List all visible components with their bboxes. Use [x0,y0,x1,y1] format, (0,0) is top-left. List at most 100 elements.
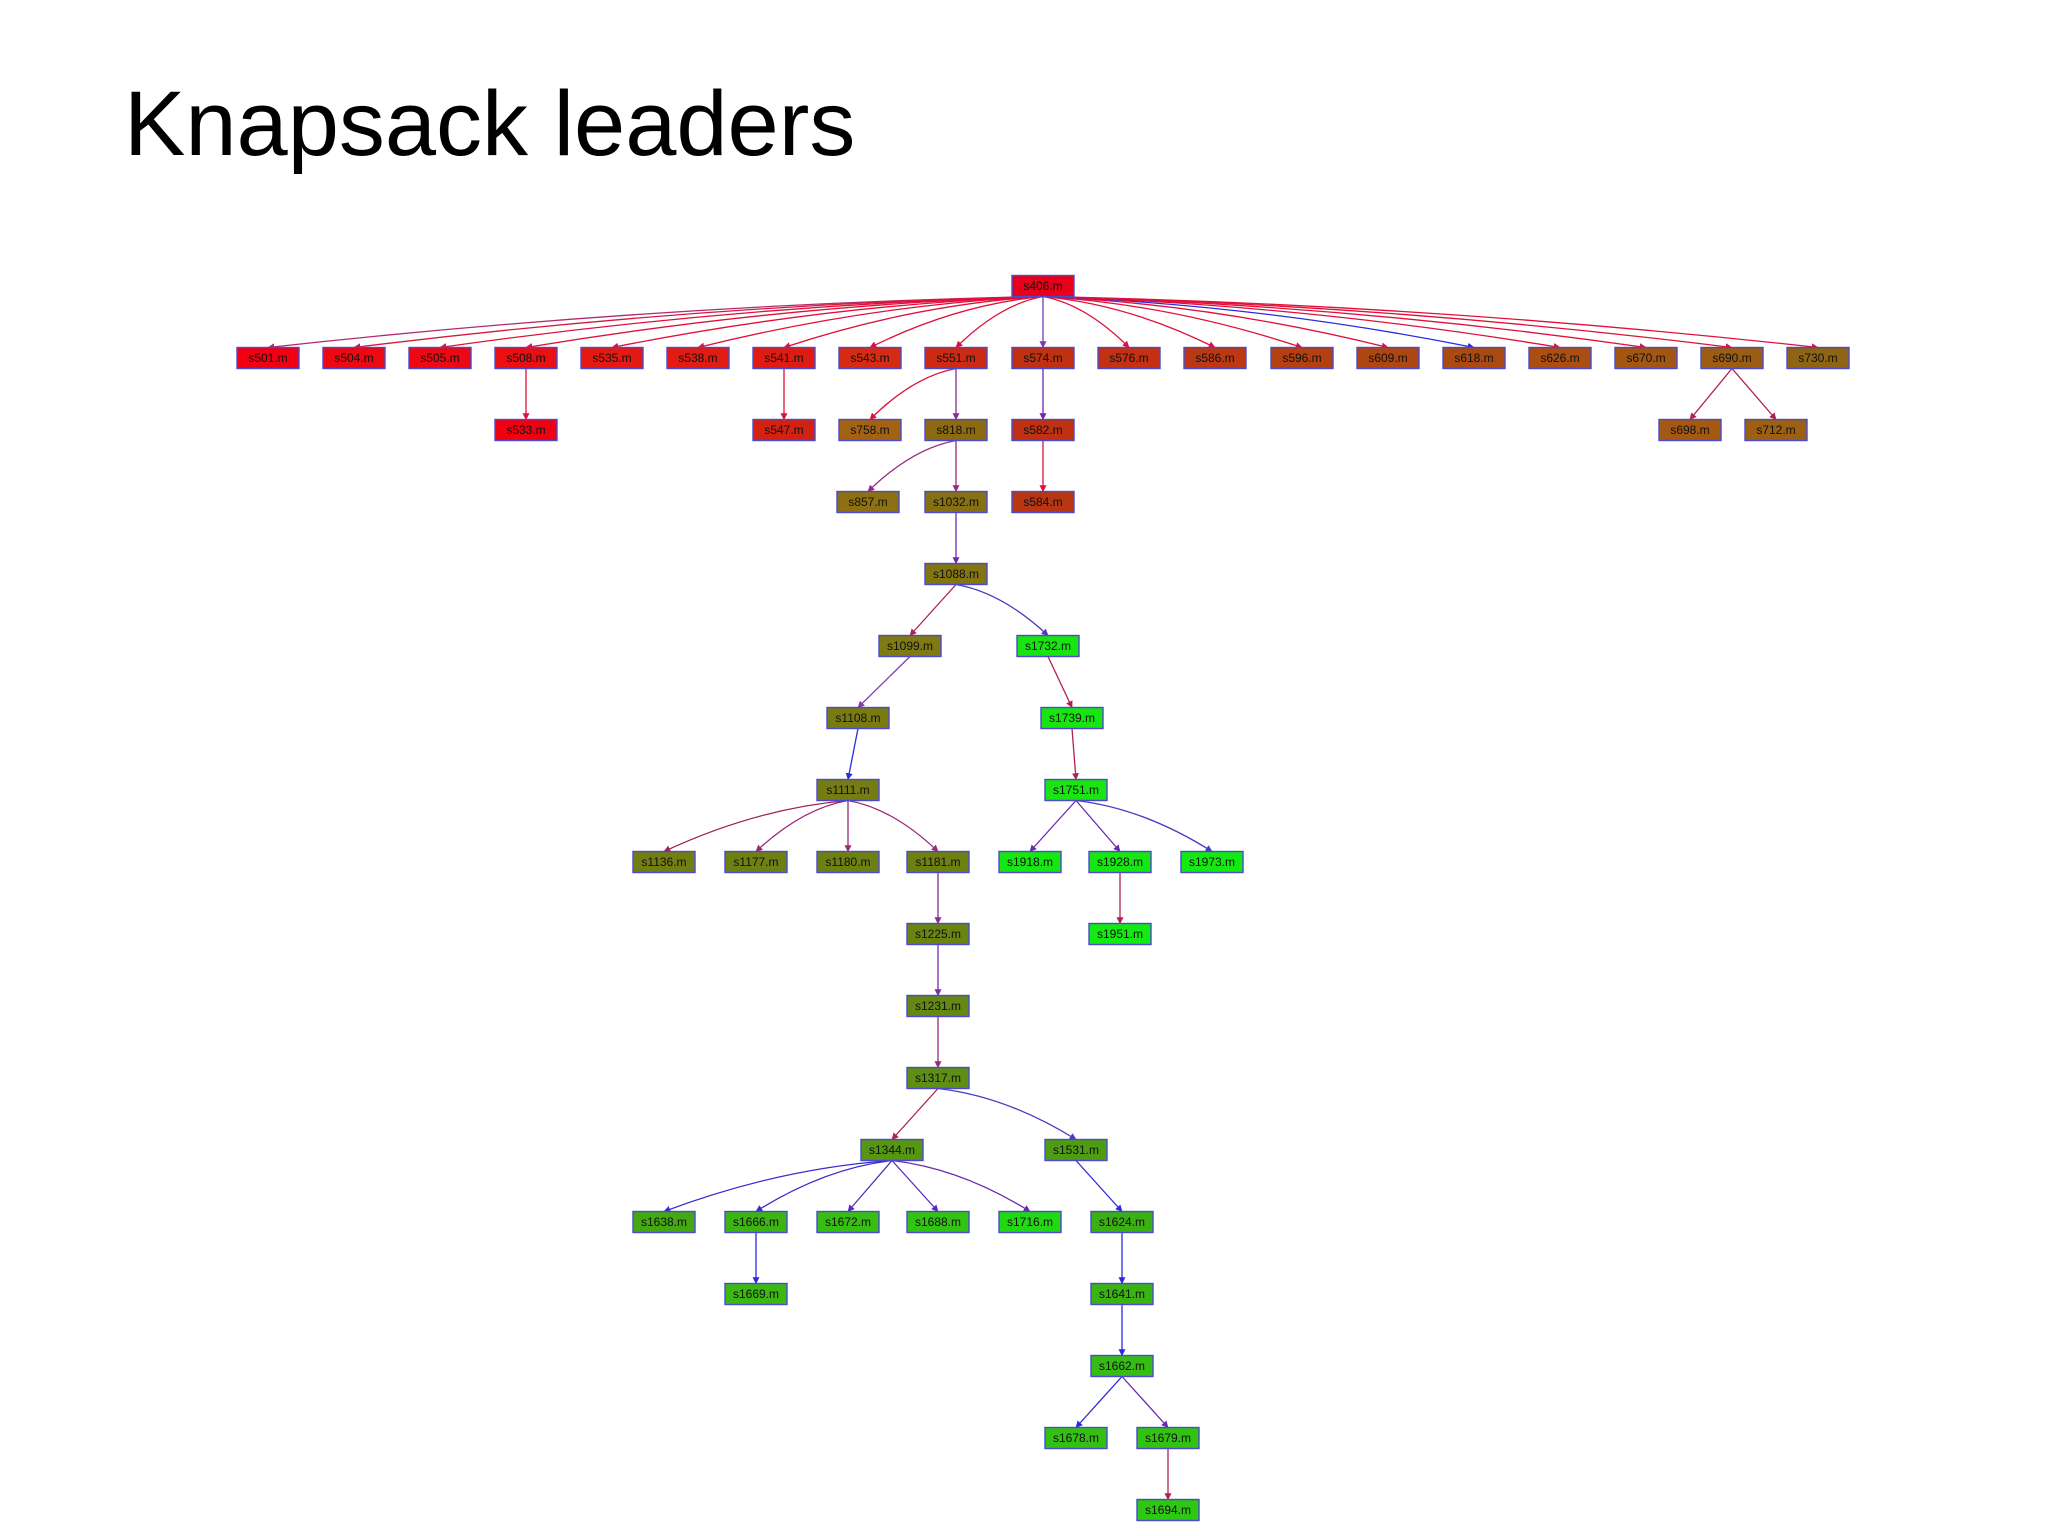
node-s758: s758.m [838,418,902,442]
node-s1111: s1111.m [816,778,880,802]
slide-title: Knapsack leaders [124,73,856,175]
node-label-s1666: s1666.m [733,1215,779,1229]
node-label-s730: s730.m [1798,351,1837,365]
node-label-s1669: s1669.m [733,1287,779,1301]
node-box-s618 [1442,346,1506,370]
node-s1694: s1694.m [1136,1498,1200,1522]
node-label-s1180: s1180.m [825,855,870,869]
edge-s406-to-s541 [783,295,1044,349]
node-box-s1317 [906,1066,970,1090]
node-s1662: s1662.m [1090,1354,1154,1378]
node-box-s1739 [1040,706,1104,730]
edge-s1662-to-s1679 [1121,1376,1169,1429]
node-label-s1111: s1111.m [826,783,869,797]
node-s1751: s1751.m [1044,778,1108,802]
edge-s406-to-s586 [1042,295,1216,349]
node-label-s551: s551.m [936,351,975,365]
node-s698: s698.m [1658,418,1722,442]
node-box-s1928 [1088,850,1152,874]
edge-s1662-to-s1678 [1075,1376,1123,1429]
edge-s406-to-s576 [1042,295,1130,348]
edge-s1108-to-s1111 [845,728,859,781]
node-box-s698 [1658,418,1722,442]
node-s1918: s1918.m [998,850,1062,874]
node-box-s857 [836,490,900,514]
edge-s1111-to-s1181 [847,799,939,852]
node-s1638: s1638.m [632,1210,696,1234]
node-box-s1624 [1090,1210,1154,1234]
node-s1679: s1679.m [1136,1426,1200,1450]
edge-s1088-to-s1099 [909,584,957,637]
node-s712: s712.m [1744,418,1808,442]
node-s1669: s1669.m [724,1282,788,1306]
node-box-s547 [752,418,816,442]
node-s1739: s1739.m [1040,706,1104,730]
node-label-s582: s582.m [1023,423,1062,437]
node-box-s1716 [998,1210,1062,1234]
node-s626: s626.m [1528,346,1592,370]
node-box-s551 [924,346,988,370]
node-box-s574 [1011,346,1075,370]
node-s1531: s1531.m [1044,1138,1108,1162]
edge-s1344-to-s1672 [847,1160,893,1213]
node-box-s1662 [1090,1354,1154,1378]
node-label-s1225: s1225.m [915,927,961,941]
node-s551: s551.m [924,346,988,370]
node-label-s508: s508.m [506,351,545,365]
node-box-s504 [322,346,386,370]
node-box-s1669 [724,1282,788,1306]
node-box-s1225 [906,922,970,946]
node-label-s538: s538.m [678,351,717,365]
node-s1108: s1108.m [826,706,890,730]
node-label-s535: s535.m [592,351,631,365]
node-s609: s609.m [1356,346,1420,370]
node-box-s1531 [1044,1138,1108,1162]
node-box-s501 [236,346,300,370]
node-label-s1032: s1032.m [933,495,979,509]
edge-s1531-to-s1624 [1075,1160,1123,1213]
node-label-s1177: s1177.m [733,855,778,869]
node-box-s596 [1270,346,1334,370]
node-label-s698: s698.m [1670,423,1709,437]
edge-s1344-to-s1716 [891,1159,1031,1213]
node-box-s505 [408,346,472,370]
edge-s690-to-s698 [1689,368,1733,421]
node-s586: s586.m [1183,346,1247,370]
node-label-s626: s626.m [1540,351,1579,365]
node-box-s609 [1356,346,1420,370]
node-label-s1181: s1181.m [915,855,960,869]
edge-s1344-to-s1688 [891,1160,939,1213]
node-s1624: s1624.m [1090,1210,1154,1234]
edge-s406-to-s543 [869,295,1044,349]
node-s1928: s1928.m [1088,850,1152,874]
node-label-s1918: s1918.m [1007,855,1053,869]
node-box-s1679 [1136,1426,1200,1450]
node-s1672: s1672.m [816,1210,880,1234]
node-label-s504: s504.m [334,351,373,365]
node-s508: s508.m [494,346,558,370]
node-label-s1317: s1317.m [915,1071,961,1085]
edge-s406-to-s551 [955,295,1044,348]
node-label-s1108: s1108.m [835,711,880,725]
node-box-s543 [838,346,902,370]
node-box-s818 [924,418,988,442]
node-label-s818: s818.m [936,423,975,437]
node-label-s1638: s1638.m [641,1215,687,1229]
edge-s690-to-s712 [1731,368,1777,421]
node-s818: s818.m [924,418,988,442]
node-box-s1032 [924,490,988,514]
edge-s406-to-s596 [1042,295,1303,349]
edge-s406-to-s501 [267,295,1044,351]
node-box-s712 [1744,418,1808,442]
node-box-s584 [1011,490,1075,514]
node-box-s406 [1011,274,1075,298]
node-label-s1099: s1099.m [887,639,933,653]
node-s576: s576.m [1097,346,1161,370]
node-label-s1928: s1928.m [1097,855,1143,869]
node-box-s1344 [860,1138,924,1162]
node-s1225: s1225.m [906,922,970,946]
node-label-s1678: s1678.m [1053,1431,1099,1445]
edge-s406-to-s535 [611,295,1044,350]
edge-s1344-to-s1638 [663,1159,893,1213]
